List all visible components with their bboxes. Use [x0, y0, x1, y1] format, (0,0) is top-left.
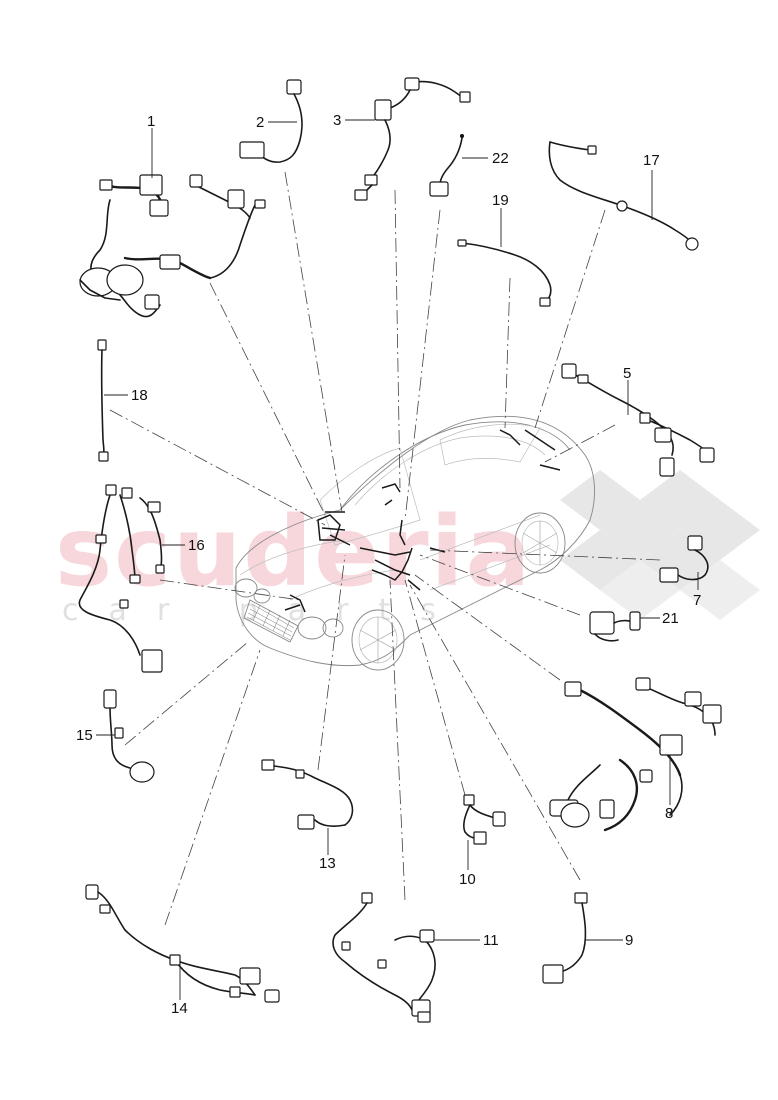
part-18-harness — [97, 339, 109, 462]
grille — [243, 599, 299, 643]
callout-2: 2 — [256, 114, 264, 131]
callout-13: 13 — [319, 855, 336, 872]
callout-14: 14 — [171, 1000, 188, 1017]
car-harness — [284, 429, 561, 613]
callout-3: 3 — [333, 112, 341, 129]
callout-leaders — [96, 119, 699, 1000]
part-2-harness — [239, 79, 303, 163]
part-19-harness — [457, 239, 552, 307]
callout-labels: 1 2 3 22 17 19 18 5 16 7 21 15 8 13 10 9… — [76, 112, 701, 1017]
callout-7: 7 — [693, 592, 701, 609]
part-14-harness — [85, 884, 280, 1003]
car-outline — [234, 415, 595, 671]
callout-5: 5 — [623, 365, 631, 382]
leader-lines — [109, 171, 661, 926]
callout-8: 8 — [665, 805, 673, 822]
part-22-harness — [429, 134, 464, 197]
part-11-harness — [332, 892, 436, 1023]
part-10-harness — [463, 794, 506, 845]
callout-16: 16 — [188, 537, 205, 554]
callout-9: 9 — [625, 932, 633, 949]
part-16-harness — [78, 484, 165, 673]
callout-19: 19 — [492, 192, 509, 209]
watermark-tagline: car parts — [62, 593, 466, 628]
callout-10: 10 — [459, 871, 476, 888]
part-1-harness — [79, 174, 266, 318]
part-9-harness — [542, 892, 588, 984]
part-7-harness — [659, 535, 709, 583]
callout-17: 17 — [643, 152, 660, 169]
part-21-harness — [589, 611, 641, 642]
callout-21: 21 — [662, 610, 679, 627]
callout-22: 22 — [492, 150, 509, 167]
part-3-harness — [354, 77, 471, 201]
part-15-harness — [103, 689, 155, 783]
part-5-harness — [561, 363, 715, 477]
checkered-flag-icon — [560, 470, 760, 620]
part-8-harness — [549, 677, 722, 832]
watermark-brand: scuderia — [55, 496, 532, 608]
callout-1: 1 — [147, 113, 155, 130]
callout-11: 11 — [483, 932, 499, 949]
callout-18: 18 — [131, 387, 148, 404]
part-13-harness — [261, 759, 354, 830]
part-17-harness — [548, 141, 699, 251]
callout-15: 15 — [76, 727, 93, 744]
